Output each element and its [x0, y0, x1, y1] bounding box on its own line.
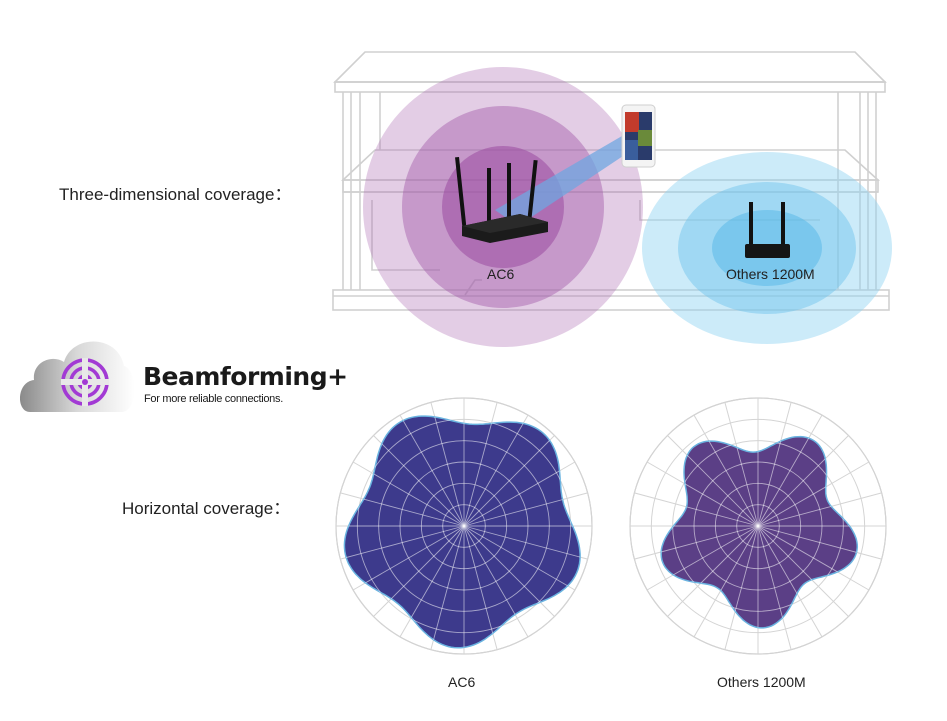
three-d-coverage-scene: [332, 51, 892, 347]
horizontal-coverage-label: Horizontal coverage：: [122, 499, 291, 518]
others-scene-label: Others 1200M: [726, 266, 815, 282]
others-horizontal-coverage-chart: [629, 397, 887, 655]
three-dimensional-coverage-label: Three-dimensional coverage：: [59, 185, 292, 204]
shelf-illustration: [332, 51, 890, 311]
smartphone-icon: [621, 104, 656, 168]
beamforming-title: Beamforming+: [143, 362, 348, 391]
ac6-scene-label: AC6: [487, 266, 515, 282]
others-router-icon: [745, 202, 790, 258]
ac6-horizontal-coverage-chart: [335, 397, 593, 655]
ac6-chart-caption: AC6: [448, 674, 476, 690]
ac6-router-icon: [455, 156, 548, 243]
beamforming-cloud-logo: [20, 341, 135, 412]
others-chart-caption: Others 1200M: [717, 674, 806, 690]
beamforming-subtitle: For more reliable connections.: [144, 393, 283, 405]
